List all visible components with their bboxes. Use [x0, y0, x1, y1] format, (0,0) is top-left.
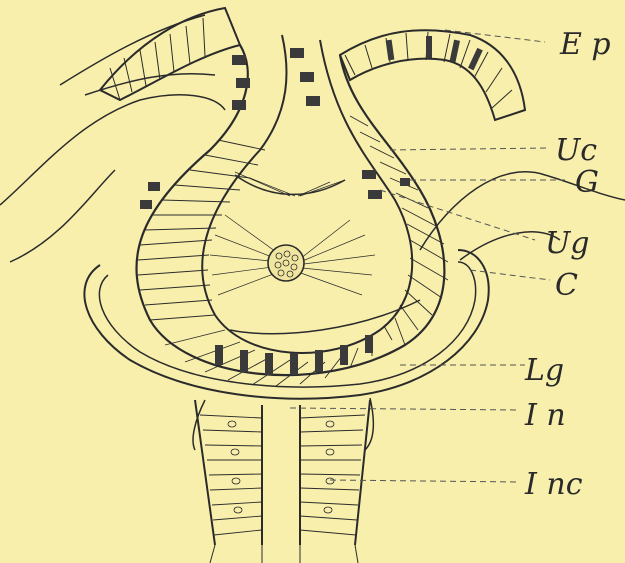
stalk — [195, 400, 370, 563]
label-inc: I nc — [524, 467, 583, 502]
central-granular-body — [268, 245, 304, 281]
outer-tissue-lines — [0, 15, 625, 334]
label-c: C — [555, 268, 578, 303]
label-ep: E p — [559, 27, 611, 62]
label-uc: Uc — [555, 133, 597, 168]
dark-cell-blocks-right — [386, 36, 483, 70]
label-ug: Ug — [545, 226, 590, 261]
dark-cell-blocks-cup — [140, 48, 410, 375]
left-ectoderm-band — [100, 8, 240, 100]
right-ectoderm-band — [340, 30, 525, 120]
label-in: I n — [524, 398, 566, 433]
label-g: G — [575, 165, 599, 200]
label-lg: Lg — [524, 353, 564, 388]
